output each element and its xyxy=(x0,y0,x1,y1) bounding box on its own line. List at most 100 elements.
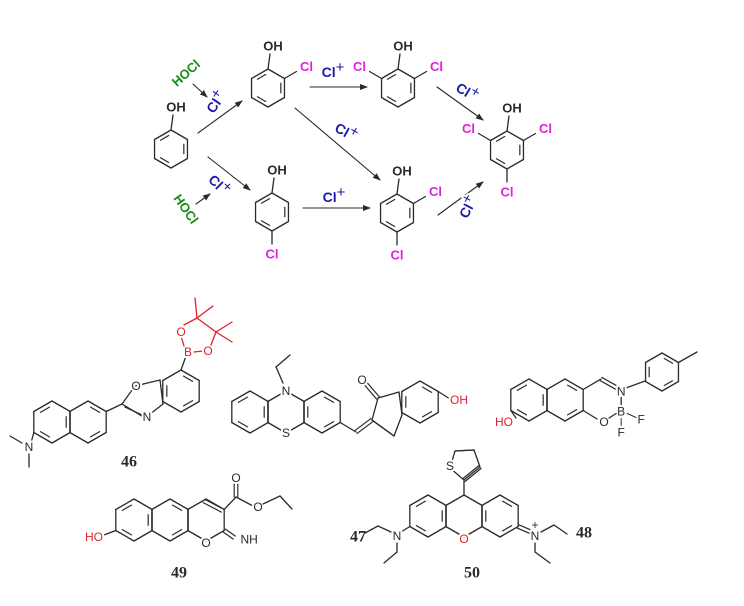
ring-bond xyxy=(169,529,189,542)
ring-double-bond xyxy=(421,411,433,418)
chloro-label: Cl xyxy=(429,184,442,199)
ring-bond xyxy=(87,431,107,444)
ring-double-bond xyxy=(323,421,335,428)
atom-label: O xyxy=(203,344,212,358)
hydroxyl-label: OH xyxy=(502,101,522,116)
bond xyxy=(368,70,383,80)
ring-bond xyxy=(564,378,584,391)
ring-bond xyxy=(153,157,172,169)
ring-bond xyxy=(180,369,200,382)
ring-double-bond xyxy=(516,409,528,416)
bond xyxy=(377,525,392,533)
bond xyxy=(626,413,637,418)
double-bond xyxy=(224,528,236,537)
bond xyxy=(283,70,298,80)
atom-label: N xyxy=(531,529,540,543)
bond xyxy=(553,524,568,535)
ring-bond xyxy=(489,130,508,142)
double-bond xyxy=(599,379,616,390)
phenol-chlorination-scheme: OHOHClOHClClOHClClClOHClOHClClHOClCl+HOC… xyxy=(153,37,554,265)
atom-label: F xyxy=(638,413,645,427)
charge-symbol: + xyxy=(336,59,345,76)
ring-bond xyxy=(285,390,305,403)
double-bond xyxy=(204,498,224,510)
double-bond xyxy=(202,501,222,513)
atom-label: O xyxy=(231,471,240,485)
ring-bond xyxy=(463,525,483,538)
ring-bond xyxy=(162,400,182,413)
hocl-activation-arrow xyxy=(192,83,208,98)
bond xyxy=(103,529,117,536)
chloro-label: Cl xyxy=(300,59,313,74)
ring-double-bond xyxy=(121,504,133,511)
double-bond xyxy=(601,376,618,387)
hocl-reagent-label: HOCl xyxy=(171,191,202,226)
atom-label: N xyxy=(282,384,291,398)
ring-bond xyxy=(409,525,429,538)
bond xyxy=(400,525,411,533)
ring-bond xyxy=(377,391,400,399)
atom-label: O xyxy=(131,379,140,393)
ring-double-bond xyxy=(260,220,271,227)
ring-bond xyxy=(489,158,508,170)
ring-bond xyxy=(249,390,269,403)
chlorine-cation-label: Cl+ xyxy=(323,184,346,206)
ring-bond xyxy=(449,467,465,481)
ring-double-bond xyxy=(663,357,674,364)
ring-double-bond xyxy=(182,400,194,407)
bond xyxy=(339,421,357,433)
ring-bond xyxy=(506,130,525,142)
ring-bond xyxy=(481,494,501,507)
ring-bond xyxy=(528,409,548,422)
ring-double-bond xyxy=(39,406,51,413)
ring-bond xyxy=(463,494,483,507)
atom-label: N xyxy=(25,440,34,454)
hydroxyl-label: OH xyxy=(392,164,412,179)
arrow-phenol-to-2-chlorophenol xyxy=(197,100,243,134)
ring-bond xyxy=(510,378,530,391)
ring-double-bond xyxy=(39,431,51,438)
bond xyxy=(180,335,185,347)
ring-double-bond xyxy=(495,158,506,165)
ring-double-bond xyxy=(421,386,433,393)
ring-bond xyxy=(170,129,189,141)
ring-double-bond xyxy=(237,396,249,403)
ring-bond xyxy=(87,400,107,413)
double-bond xyxy=(464,467,482,482)
bond xyxy=(193,350,204,353)
hydroxyl-label: OH xyxy=(263,39,283,54)
ring-double-bond xyxy=(386,73,397,80)
ring-bond xyxy=(205,529,225,542)
double-bond xyxy=(366,382,380,398)
ring-bond xyxy=(396,221,415,233)
bond xyxy=(396,178,400,195)
ring-bond xyxy=(133,529,153,542)
ring-bond xyxy=(473,449,481,468)
ring-bond xyxy=(51,431,71,444)
ring-double-bond xyxy=(121,529,133,536)
ring-bond xyxy=(303,390,323,403)
bond xyxy=(279,495,293,510)
double-bond xyxy=(354,417,372,432)
ring-bond xyxy=(644,352,663,364)
bond xyxy=(454,449,475,452)
ring-bond xyxy=(409,494,429,507)
bond xyxy=(223,496,237,511)
ring-bond xyxy=(396,193,415,205)
ring-bond xyxy=(463,466,481,481)
ring-bond xyxy=(69,431,89,444)
chloro-label: Cl xyxy=(430,59,443,74)
bond xyxy=(262,495,281,505)
atom-label: O xyxy=(201,536,210,550)
ring-double-bond xyxy=(182,375,194,382)
ring-bond xyxy=(644,380,663,392)
ring-bond xyxy=(115,498,135,511)
ring-bond xyxy=(481,525,501,538)
